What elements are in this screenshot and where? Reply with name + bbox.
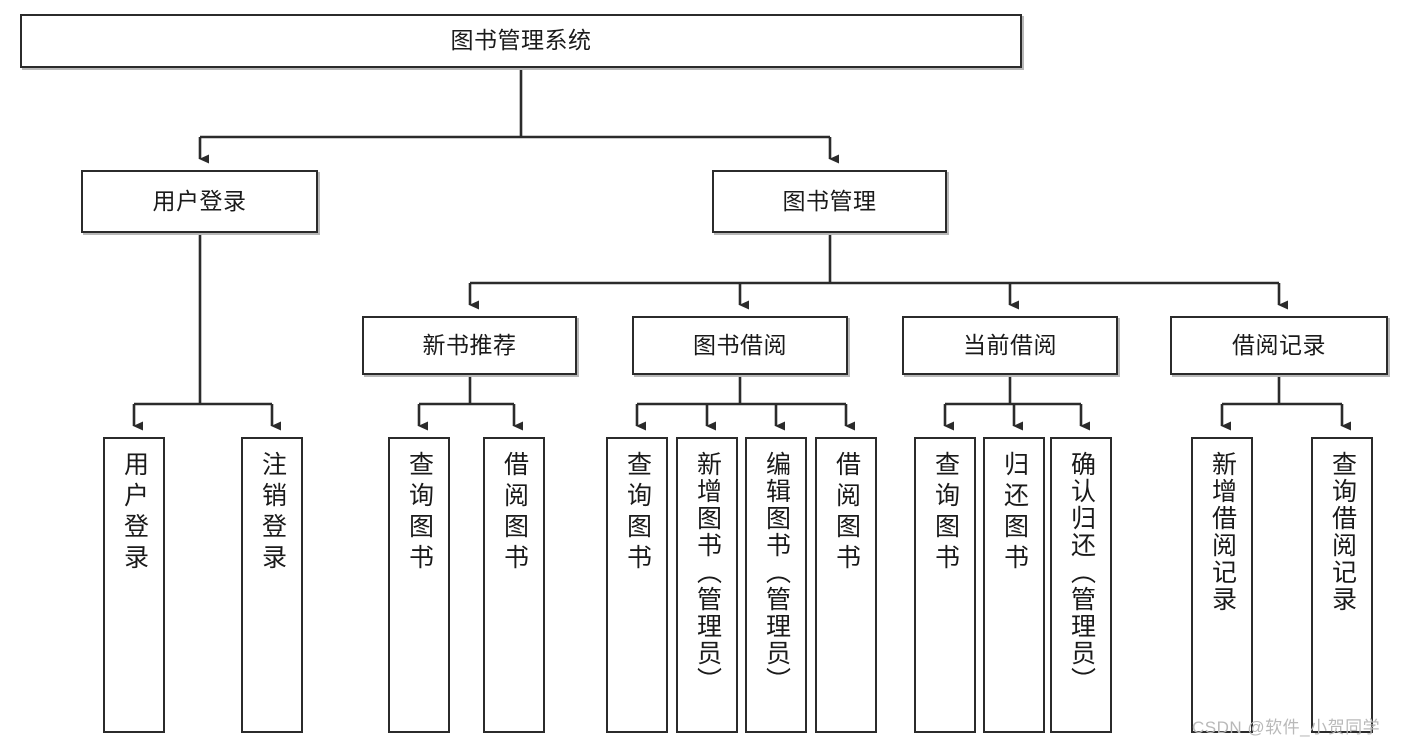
node-label-leaf-borrow-book-1: 借阅图书 (500, 451, 529, 575)
node-root[interactable]: 图书管理系统 (20, 14, 1022, 68)
node-leaf-add-record[interactable]: 新增借阅记录 (1191, 437, 1253, 733)
node-label-leaf-query-book-1: 查询图书 (405, 451, 434, 575)
node-label-book-manage: 图书管理 (782, 187, 877, 214)
node-label-leaf-query-book-3: 查询图书 (931, 451, 960, 575)
node-label-borrow-record: 借阅记录 (1232, 331, 1326, 358)
node-new-book-rec[interactable]: 新书推荐 (362, 316, 577, 375)
node-leaf-borrow-book-1[interactable]: 借阅图书 (483, 437, 545, 733)
node-label-current-borrow: 当前借阅 (963, 331, 1057, 358)
node-user-login[interactable]: 用户登录 (81, 170, 318, 233)
node-leaf-edit-book[interactable]: 编辑图书（管理员） (745, 437, 807, 733)
node-label-leaf-query-record: 查询借阅记录 (1328, 451, 1357, 613)
node-label-leaf-confirm-return: 确认归还（管理员） (1067, 451, 1096, 694)
node-leaf-confirm-return[interactable]: 确认归还（管理员） (1050, 437, 1112, 733)
node-leaf-query-record[interactable]: 查询借阅记录 (1311, 437, 1373, 733)
node-label-leaf-borrow-book-2: 借阅图书 (832, 451, 861, 575)
node-label-leaf-user-logout: 注销登录 (258, 451, 287, 575)
node-leaf-user-logout[interactable]: 注销登录 (241, 437, 303, 733)
node-leaf-add-book[interactable]: 新增图书（管理员） (676, 437, 738, 733)
node-label-leaf-return-book: 归还图书 (1000, 451, 1029, 575)
node-leaf-user-login[interactable]: 用户登录 (103, 437, 165, 733)
node-current-borrow[interactable]: 当前借阅 (902, 316, 1118, 375)
node-label-leaf-edit-book: 编辑图书（管理员） (762, 451, 791, 694)
node-leaf-query-book-3[interactable]: 查询图书 (914, 437, 976, 733)
node-label-user-login: 用户登录 (152, 187, 247, 214)
node-label-root: 图书管理系统 (450, 27, 592, 54)
node-label-leaf-user-login: 用户登录 (120, 451, 149, 575)
node-label-new-book-rec: 新书推荐 (422, 331, 517, 358)
node-borrow-record[interactable]: 借阅记录 (1170, 316, 1388, 375)
node-leaf-query-book-2[interactable]: 查询图书 (606, 437, 668, 733)
node-book-borrow[interactable]: 图书借阅 (632, 316, 848, 375)
node-leaf-query-book-1[interactable]: 查询图书 (388, 437, 450, 733)
node-label-leaf-query-book-2: 查询图书 (623, 451, 652, 575)
node-book-manage[interactable]: 图书管理 (712, 170, 947, 233)
node-leaf-borrow-book-2[interactable]: 借阅图书 (815, 437, 877, 733)
node-label-leaf-add-record: 新增借阅记录 (1208, 451, 1237, 613)
node-label-leaf-add-book: 新增图书（管理员） (693, 451, 722, 694)
node-leaf-return-book[interactable]: 归还图书 (983, 437, 1045, 733)
node-label-book-borrow: 图书借阅 (693, 331, 787, 358)
